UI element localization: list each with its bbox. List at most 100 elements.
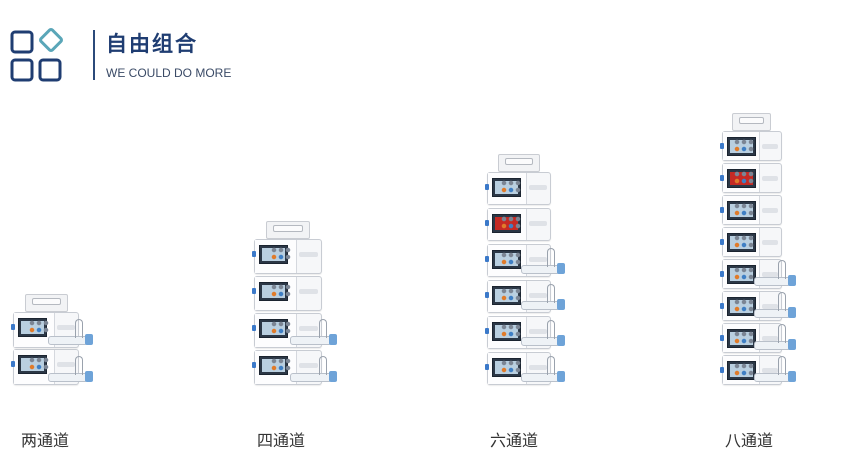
pump-front-panel [488, 317, 527, 348]
pump-keypad [499, 179, 523, 194]
tube-hook [777, 324, 786, 343]
pump-keypad [732, 202, 756, 217]
syringe-rail [529, 329, 547, 334]
pump-keypad [499, 359, 523, 374]
pump-keypad [27, 319, 51, 334]
handle-grip [31, 298, 61, 305]
syringe-connector [329, 371, 338, 382]
clamp-tab [485, 328, 489, 334]
pump-front-panel [488, 353, 527, 384]
syringe-rail [529, 365, 547, 370]
clamp-tab [485, 256, 489, 262]
pump-front-panel [488, 245, 527, 276]
tube-hook [75, 319, 84, 338]
syringe-connector [787, 275, 796, 286]
pump-keypad [499, 287, 523, 302]
pump-keypad [269, 357, 293, 372]
pump-front-panel [255, 240, 297, 273]
pump-unit [720, 131, 782, 161]
clamp-tab [252, 325, 256, 331]
pump-unit [252, 239, 322, 274]
syringe-rail [57, 362, 75, 367]
pump-keypad [732, 266, 756, 281]
pump-unit [252, 313, 322, 348]
syringe-connector [787, 371, 796, 382]
syringe-rail [762, 304, 778, 309]
tube-hook [547, 248, 556, 267]
pump-front-panel [488, 209, 527, 240]
pump-front-panel [14, 350, 55, 384]
syringe-rail [529, 221, 547, 226]
pump-keypad [269, 283, 293, 298]
syringe [753, 356, 796, 382]
syringe-rail [762, 272, 778, 277]
pump-front-panel [723, 196, 760, 224]
handle-grip [272, 225, 303, 232]
clamp-tab [11, 324, 15, 330]
pump-front-panel [255, 351, 297, 384]
pump-unit [252, 276, 322, 311]
clamp-tab [485, 364, 489, 370]
syringe-rail [529, 293, 547, 298]
tube-hook [777, 292, 786, 311]
pump-keypad [27, 356, 51, 371]
pump-front-panel [488, 281, 527, 312]
pump-front-panel [723, 132, 760, 160]
clamp-tab [11, 361, 15, 367]
syringe [48, 356, 94, 382]
config-label-8ch: 八通道 [725, 431, 774, 450]
clamp-tab [720, 207, 724, 213]
pump-keypad [732, 170, 756, 185]
header-divider [93, 30, 95, 80]
clamp-tab [720, 335, 724, 341]
tube-hook [75, 356, 84, 375]
pump-keypad [499, 323, 523, 338]
tube-hook [547, 284, 556, 303]
squares-diamond-logo-icon [10, 28, 63, 82]
syringe [521, 356, 566, 382]
pump-unit [11, 349, 79, 385]
config-label-4ch: 四通道 [257, 431, 306, 450]
pump-unit [720, 323, 782, 353]
pump-unit [252, 350, 322, 385]
pump-keypad [269, 320, 293, 335]
pump-front-panel [723, 292, 760, 320]
pump-front-panel [488, 173, 527, 204]
pump-unit [720, 259, 782, 289]
pump-keypad [499, 215, 523, 230]
syringe-rail [529, 257, 547, 262]
clamp-tab [720, 303, 724, 309]
pump-front-panel [14, 313, 55, 347]
pump-front-panel [723, 228, 760, 256]
pump-keypad [269, 246, 293, 261]
syringe-connector [329, 334, 338, 345]
page-title: 自由组合 [106, 32, 198, 56]
handle-grip [739, 117, 765, 124]
pump-unit [720, 291, 782, 321]
syringe-rail [762, 144, 778, 149]
syringe-connector [787, 339, 796, 350]
pump-unit [485, 172, 551, 205]
pump-front-panel [255, 314, 297, 347]
pump-unit [485, 316, 551, 349]
carry-handle [265, 221, 310, 239]
clamp-tab [720, 367, 724, 373]
config-label-6ch: 六通道 [490, 431, 539, 450]
syringe [753, 292, 796, 318]
pump-unit [720, 195, 782, 225]
pump-front-panel [723, 356, 760, 384]
syringe-rail [299, 326, 318, 331]
clamp-tab [252, 288, 256, 294]
pump-keypad [499, 251, 523, 266]
pump-unit [720, 163, 782, 193]
clamp-tab [485, 184, 489, 190]
pump-front-panel [255, 277, 297, 310]
pump-front-panel [723, 324, 760, 352]
syringe [48, 319, 94, 345]
tube-hook [777, 356, 786, 375]
pump-keypad [732, 138, 756, 153]
syringe [753, 324, 796, 350]
syringe-connector [557, 299, 566, 310]
pump-front-panel [723, 260, 760, 288]
tube-hook [319, 319, 328, 338]
